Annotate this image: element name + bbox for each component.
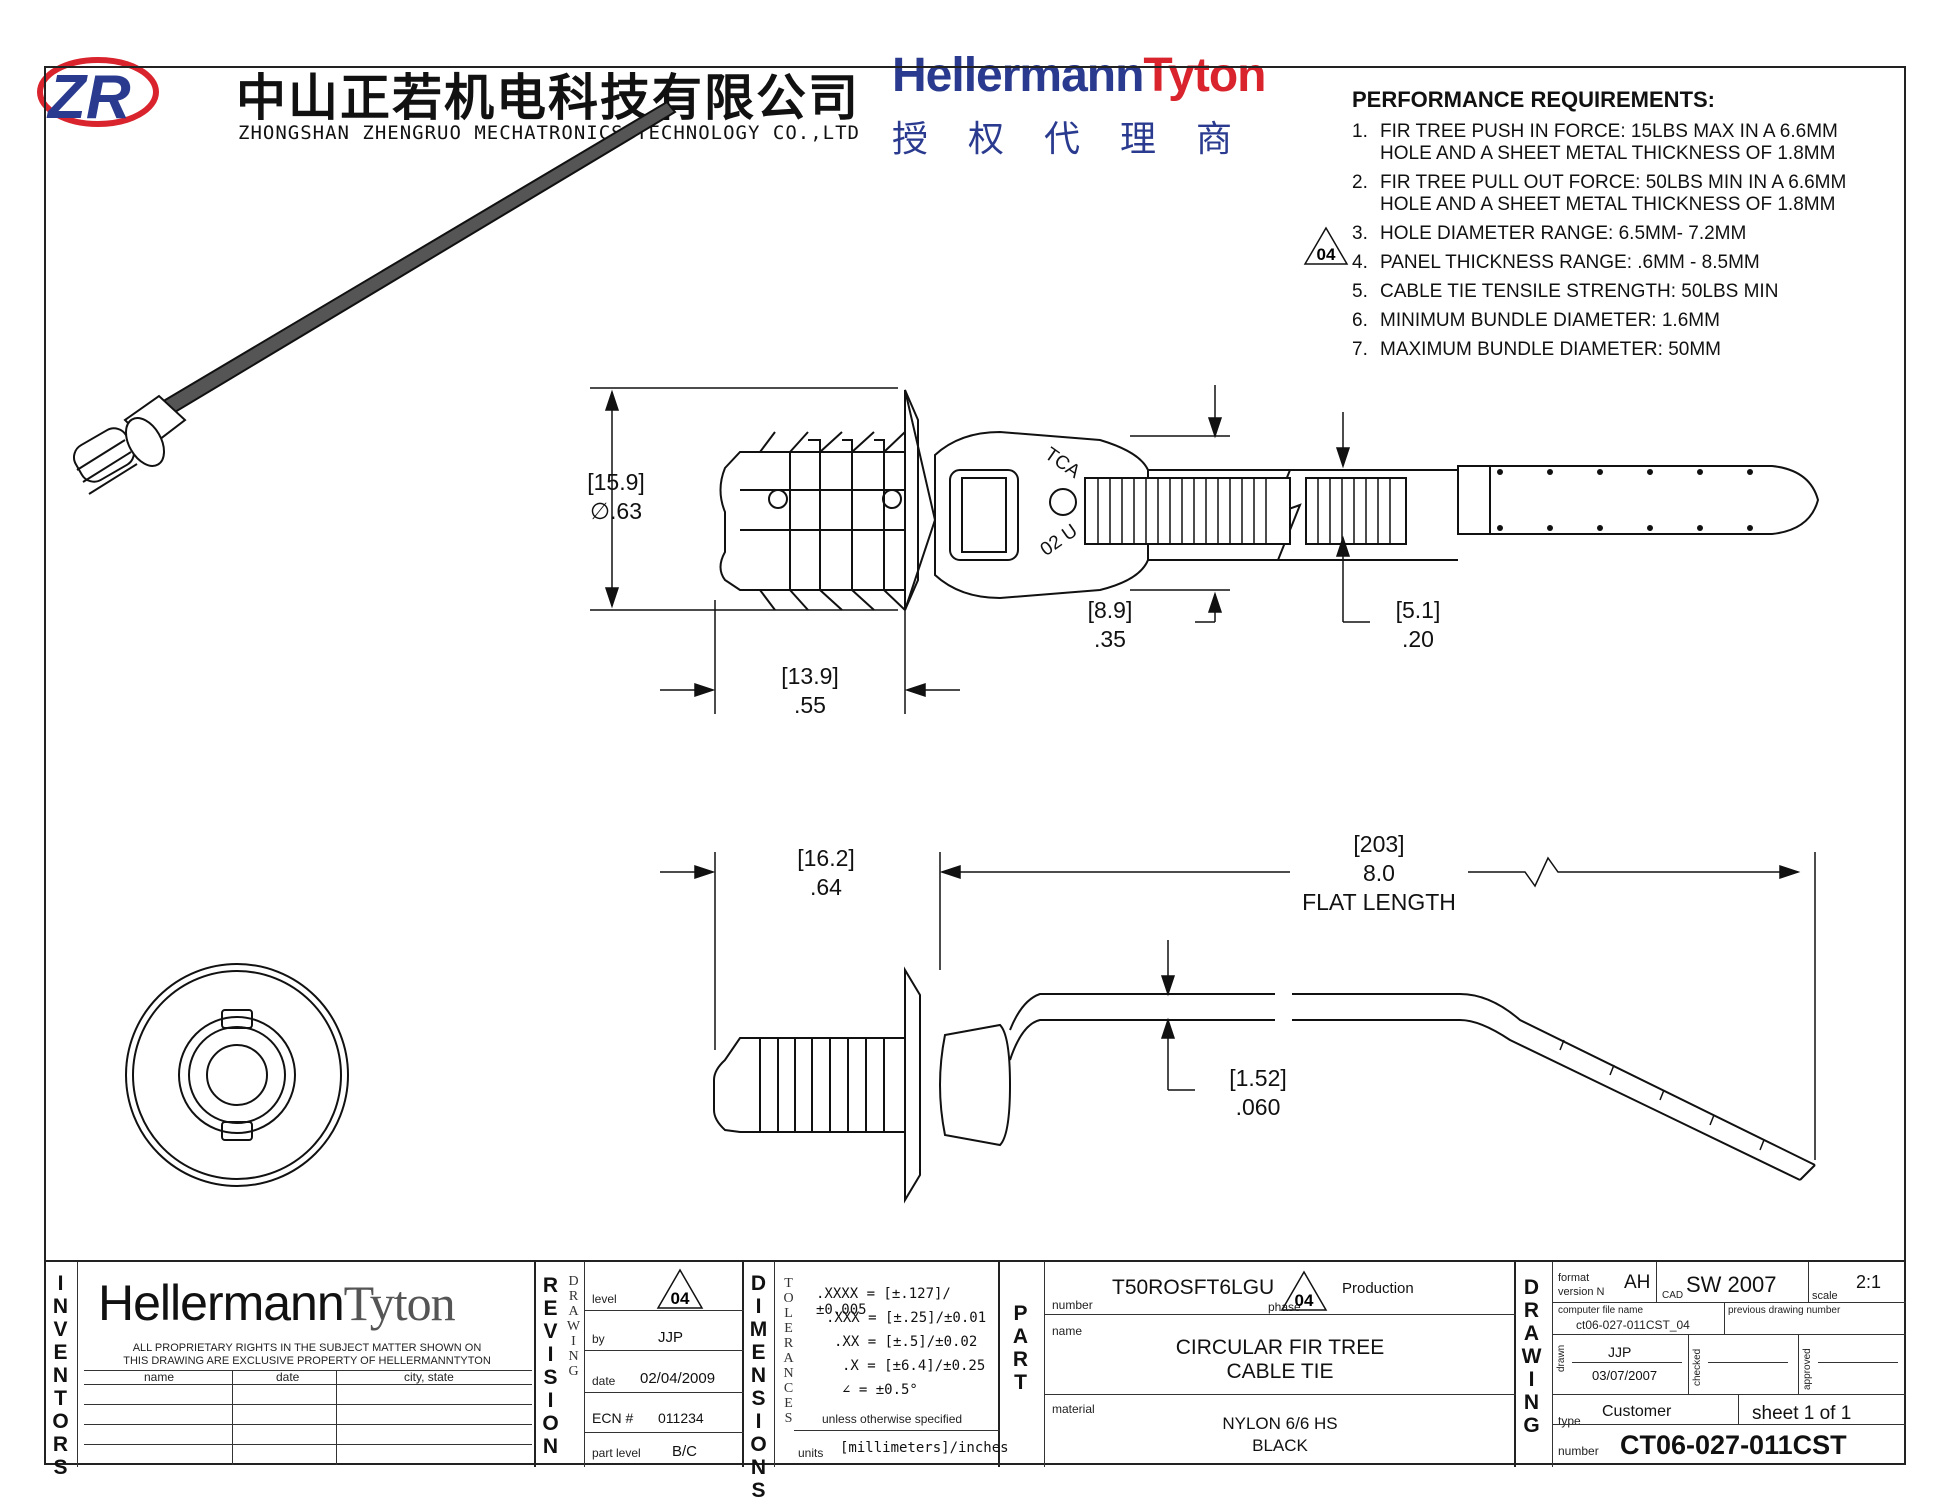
inventors-section: INVENTORS HellermannTyton ALL PROPRIETAR… — [44, 1262, 536, 1479]
drawing-label: DRAWING — [1520, 1276, 1543, 1437]
top-view-dimension-lines — [590, 385, 1370, 714]
tolerance-row: .XX = [±.5]/±0.02 — [834, 1334, 978, 1350]
part-label: PART — [1009, 1302, 1032, 1394]
tolerances-label: TOLERANCES — [781, 1276, 796, 1426]
material-line2: BLACK — [1252, 1436, 1308, 1455]
company-name-cn: 中山正若机电科技有限公司 — [236, 69, 860, 127]
drawing-section: DRAWING format version N AH CAD SW 2007 … — [1516, 1262, 1906, 1467]
svg-text:04: 04 — [671, 1289, 690, 1308]
material-line1: NYLON 6/6 HS — [1222, 1414, 1338, 1433]
side-view-dimension-lines — [660, 852, 1816, 1160]
revision-section: REVISION DRAWING level 04 by JJP date 02… — [536, 1262, 744, 1467]
part-section: PART number T50ROSFT6LGU phase 04 Produc… — [1000, 1262, 1516, 1467]
performance-item: 7.MAXIMUM BUNDLE DIAMETER: 50MM — [1352, 339, 1721, 360]
sheet-count: sheet 1 of 1 — [1752, 1403, 1852, 1424]
computer-file-name: ct06-027-011CST_04 — [1576, 1318, 1690, 1332]
performance-item: 6.MINIMUM BUNDLE DIAMETER: 1.6MM — [1352, 310, 1720, 331]
brand-part1: Hellermann — [892, 49, 1144, 102]
drawing-number: CT06-027-011CST — [1620, 1430, 1847, 1460]
drawing-frame — [44, 66, 1906, 1465]
title-block: INVENTORS HellermannTyton ALL PROPRIETAR… — [44, 1260, 1906, 1502]
revision-ecn: 011234 — [658, 1410, 704, 1426]
rights-line2: THIS DRAWING ARE EXCLUSIVE PROPERTY OF H… — [123, 1355, 491, 1367]
top-view-strap — [1084, 465, 1820, 561]
hellermanntyton-logo: HellermannTyton — [892, 48, 1267, 103]
performance-title: PERFORMANCE REQUIREMENTS: — [1352, 87, 1716, 112]
drawn-by: JJP — [1608, 1344, 1632, 1360]
performance-item: 2.FIR TREE PULL OUT FORCE: 50LBS MIN IN … — [1352, 172, 1847, 215]
performance-item: 5.CABLE TIE TENSILE STRENGTH: 50LBS MIN — [1352, 281, 1779, 302]
tolerances-section: DIMENSIONS TOLERANCES .XXXX = [±.127]/±0… — [744, 1262, 1009, 1502]
tolerance-row: .X = [±6.4]/±0.25 — [842, 1358, 986, 1374]
zr-logo-text: ZR — [46, 63, 131, 132]
title-block-brand: HellermannTyton — [98, 1275, 456, 1331]
svg-text:04: 04 — [1295, 1291, 1314, 1310]
dimensions-label: DIMENSIONS — [747, 1272, 770, 1502]
drawing-type: Customer — [1602, 1403, 1672, 1420]
head-mark-top: TCA — [1041, 444, 1084, 483]
performance-item: 4.PANEL THICKNESS RANGE: .6MM - 8.5MM — [1352, 252, 1760, 273]
format-value: AH — [1624, 1272, 1651, 1293]
side-view-head — [939, 993, 1816, 1181]
phase-status: Production — [1342, 1280, 1414, 1297]
side-view-fir-tree — [713, 966, 921, 1204]
units-value: [millimeters]/inches — [840, 1440, 1009, 1456]
col-name: name — [144, 1370, 175, 1384]
rights-line1: ALL PROPRIETARY RIGHTS IN THE SUBJECT MA… — [132, 1342, 482, 1354]
dim-head-diameter: [15.9]∅.63 — [587, 469, 645, 524]
revision-label: REVISION — [539, 1274, 562, 1458]
inventors-label: INVENTORS — [49, 1272, 72, 1479]
drawing-sublabel: DRAWING — [566, 1274, 581, 1379]
revision-by: JJP — [658, 1329, 684, 1346]
company-name-en: ZHONGSHAN ZHENGRUO MECHATRONICS TECHNOLO… — [238, 122, 860, 144]
scale-value: 2:1 — [1856, 1272, 1882, 1292]
end-view — [125, 963, 349, 1187]
revision-part-level: B/C — [672, 1443, 698, 1460]
dim-fir-tree-length: [13.9].55 — [781, 663, 839, 718]
revision-marker-text: 04 — [1317, 245, 1336, 264]
revision-triangle-marker: 04 — [1303, 226, 1349, 265]
top-view-fir-tree — [719, 389, 937, 611]
performance-item: 3.HOLE DIAMETER RANGE: 6.5MM- 7.2MM — [1352, 223, 1747, 244]
dim-strap-thickness: [1.52].060 — [1229, 1065, 1287, 1120]
col-city: city, state — [404, 1370, 454, 1384]
drawn-date: 03/07/2007 — [1592, 1368, 1658, 1383]
isometric-view — [73, 100, 677, 495]
phase-triangle: 04 — [1280, 1270, 1328, 1311]
col-date: date — [276, 1370, 300, 1384]
dim-head-height: [8.9].35 — [1087, 597, 1133, 652]
unless-note: unless otherwise specified — [822, 1412, 963, 1426]
part-name-line2: CABLE TIE — [1226, 1360, 1334, 1383]
part-name-line1: CIRCULAR FIR TREE — [1175, 1336, 1385, 1359]
revision-date: 02/04/2009 — [640, 1370, 716, 1387]
authorized-agent-text: 授权代理商 — [892, 119, 1273, 160]
dim-side-fir-tree-length: [16.2].64 — [797, 845, 855, 900]
part-number: T50ROSFT6LGU — [1112, 1276, 1275, 1299]
tolerance-row: .XXX = [±.25]/±0.01 — [826, 1310, 987, 1326]
tolerance-row: ∠ = ±0.5° — [842, 1382, 918, 1398]
brand-part2: Tyton — [1143, 49, 1266, 102]
revision-level-triangle: 04 — [656, 1268, 704, 1309]
performance-list: 1.FIR TREE PUSH IN FORCE: 15LBS MAX IN A… — [1352, 121, 1846, 368]
head-mark-bottom: 02 U — [1037, 520, 1082, 560]
performance-item: 1.FIR TREE PUSH IN FORCE: 15LBS MAX IN A… — [1352, 121, 1838, 164]
dim-strap-width: [5.1].20 — [1395, 597, 1441, 652]
zr-logo: ZR — [37, 57, 159, 132]
zr-logo-swoosh — [37, 57, 159, 127]
cad-value: SW 2007 — [1686, 1272, 1777, 1297]
tolerance-row: .XXXX = [±.127]/±0.005 — [816, 1286, 951, 1318]
